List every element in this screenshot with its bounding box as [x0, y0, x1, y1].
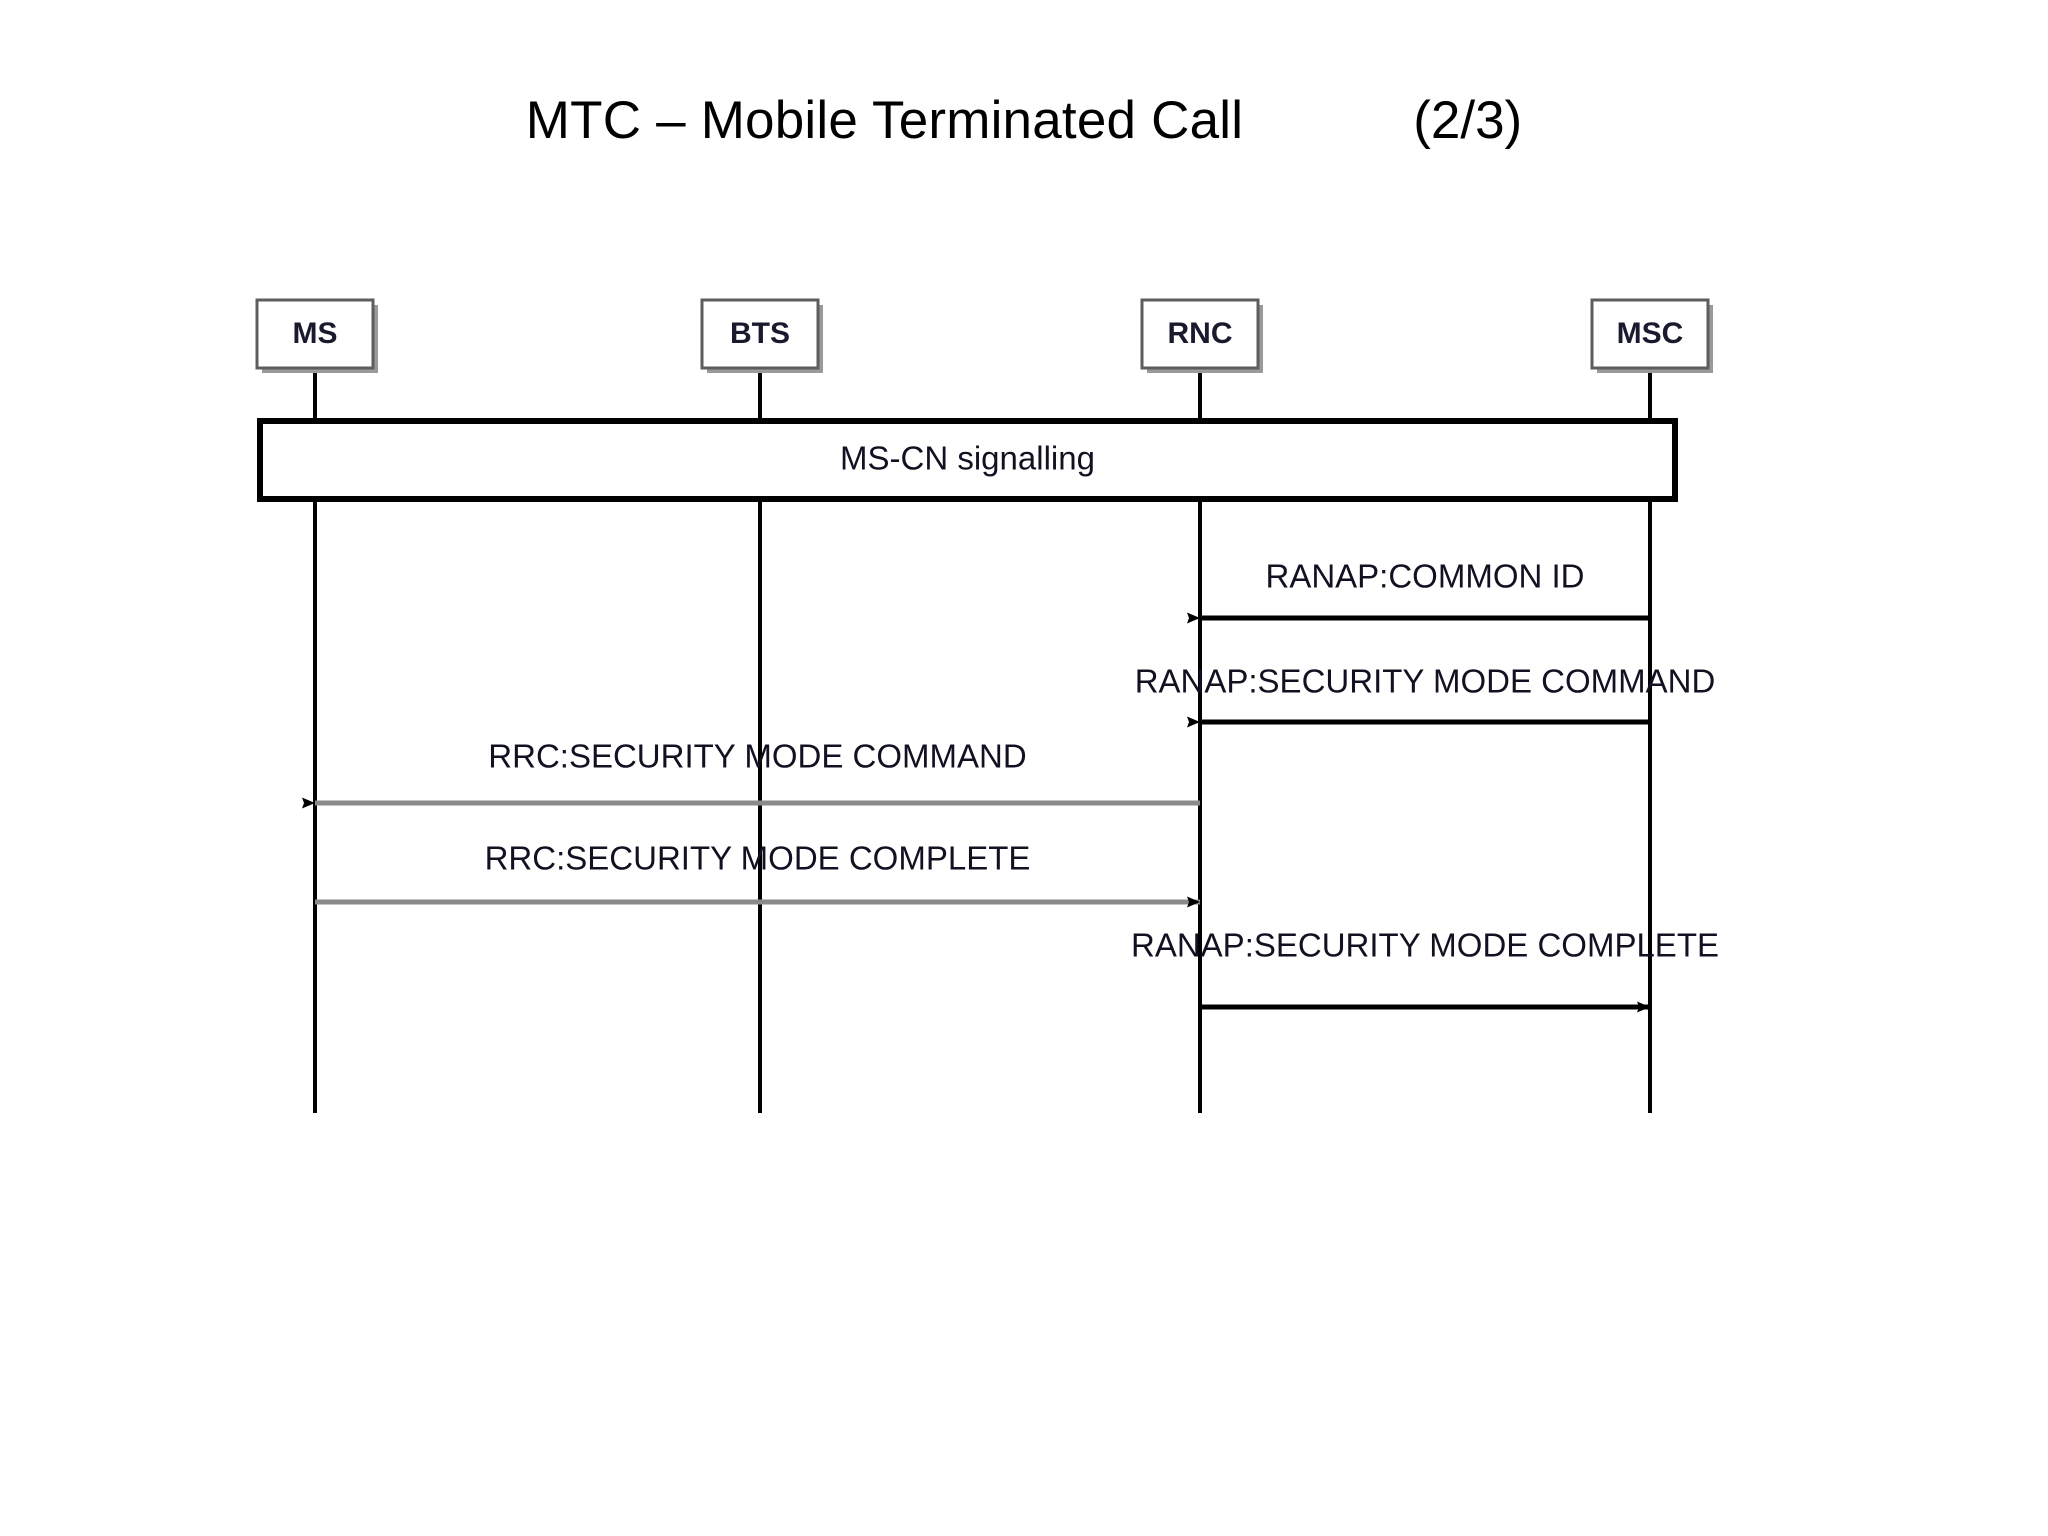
message-1-label: RANAP:COMMON ID — [1265, 558, 1584, 595]
lifeline-label-ms: MS — [293, 317, 338, 350]
page-number: (2/3) — [1413, 91, 1523, 150]
message-5-label: RANAP:SECURITY MODE COMPLETE — [1131, 927, 1719, 964]
lifeline-box-bts[interactable] — [700, 298, 820, 370]
lifeline-box-ms[interactable] — [255, 298, 375, 370]
message-3-label: RRC:SECURITY MODE COMMAND — [488, 738, 1026, 775]
lifeline-box-msc[interactable] — [1590, 298, 1710, 370]
frame-ms-cn-signalling[interactable] — [257, 418, 1678, 502]
slide-title: MTC – Mobile Terminated Call (2/3) — [0, 90, 2048, 151]
message-4-label: RRC:SECURITY MODE COMPLETE — [485, 840, 1031, 877]
lifeline-label-bts: BTS — [730, 317, 790, 350]
lifeline-label-msc: MSC — [1617, 317, 1684, 350]
lifeline-label-rnc: RNC — [1168, 317, 1233, 350]
message-2-label: RANAP:SECURITY MODE COMMAND — [1135, 663, 1716, 700]
lifeline-box-rnc[interactable] — [1140, 298, 1260, 370]
messages-group: RANAP:COMMON ID RANAP:SECURITY MODE COMMA… — [302, 558, 1719, 1013]
frame-label-ms-cn-signalling: MS-CN signalling — [840, 440, 1095, 477]
frames-group: MS-CN signalling — [257, 418, 1678, 502]
page-title: MTC – Mobile Terminated Call — [525, 91, 1244, 150]
